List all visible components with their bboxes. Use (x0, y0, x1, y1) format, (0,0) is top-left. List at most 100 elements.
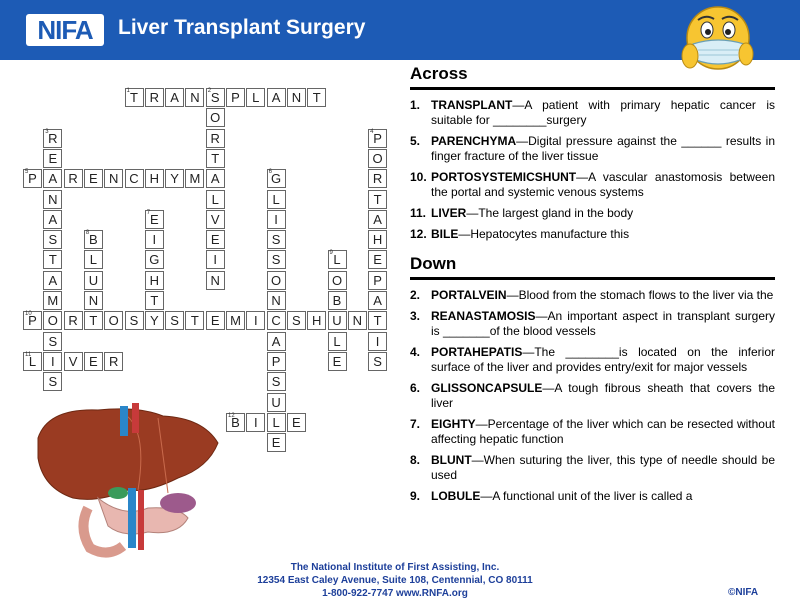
crossword-cell[interactable]: A (368, 209, 388, 229)
crossword-cell[interactable]: H (307, 311, 327, 331)
crossword-cell[interactable]: T (307, 88, 327, 107)
crossword-cell[interactable]: E (266, 433, 286, 453)
crossword-cell[interactable]: S (124, 311, 144, 331)
crossword-cell[interactable]: T (368, 311, 388, 331)
crossword-cell[interactable]: M (185, 169, 205, 189)
crossword-cell[interactable]: T (205, 148, 225, 168)
crossword-cell[interactable]: H (144, 270, 164, 290)
crossword-cell[interactable]: A (43, 209, 63, 229)
crossword-cell[interactable]: R (104, 351, 124, 371)
crossword-cell[interactable]: E (286, 412, 306, 432)
crossword-cell[interactable]: A (266, 88, 286, 107)
crossword-cell[interactable]: E (43, 148, 63, 168)
crossword-cell[interactable]: S (165, 311, 185, 331)
crossword-cell[interactable]: I (266, 209, 286, 229)
crossword-cell[interactable]: L (205, 189, 225, 209)
crossword-cell[interactable]: A (43, 169, 63, 189)
crossword-cell[interactable]: A (43, 270, 63, 290)
crossword-cell[interactable]: O (43, 311, 63, 331)
crossword-cell[interactable]: T (185, 311, 205, 331)
crossword-cell[interactable]: G (144, 250, 164, 270)
crossword-cell[interactable]: H (144, 169, 164, 189)
crossword-cell[interactable]: O (327, 270, 347, 290)
crossword-cell[interactable]: P (226, 88, 245, 107)
crossword-cell[interactable]: R (63, 311, 83, 331)
crossword-cell[interactable]: T (43, 250, 63, 270)
crossword-cell[interactable]: E (205, 230, 225, 250)
crossword-cell[interactable]: V (63, 351, 83, 371)
crossword-cell[interactable]: S (286, 311, 306, 331)
crossword-cell[interactable]: I (246, 311, 266, 331)
crossword-cell[interactable]: N (266, 291, 286, 310)
crossword-cell[interactable]: R (205, 128, 225, 148)
crossword-cell[interactable]: U (327, 311, 347, 331)
crossword-cell[interactable]: L (266, 189, 286, 209)
crossword-cell[interactable]: V (205, 209, 225, 229)
crossword-cell[interactable]: C (124, 169, 144, 189)
crossword-cell[interactable]: R (63, 169, 83, 189)
crossword-cell[interactable]: O (104, 311, 124, 331)
crossword-cell[interactable]: L (246, 88, 266, 107)
crossword-cell[interactable]: A (368, 291, 388, 310)
crossword-cell[interactable]: T (144, 291, 164, 310)
crossword-cell[interactable]: S (43, 230, 63, 250)
crossword-cell[interactable]: P (368, 270, 388, 290)
crossword-cell[interactable]: T (83, 311, 103, 331)
crossword-cell[interactable]: U (83, 270, 103, 290)
crossword-cell[interactable]: S (43, 372, 63, 392)
crossword-cell[interactable]: I (144, 230, 164, 250)
crossword-cell[interactable]: N (185, 88, 205, 107)
crossword-cell[interactable]: N (83, 291, 103, 310)
crossword-cell[interactable]: L (266, 412, 286, 432)
crossword-cell[interactable]: E (83, 169, 103, 189)
crossword-cell[interactable]: H (368, 230, 388, 250)
crossword-cell[interactable]: S (266, 372, 286, 392)
crossword-cell[interactable]: R (144, 88, 164, 107)
crossword-cell[interactable]: U (266, 392, 286, 412)
crossword-cell[interactable]: I (368, 331, 388, 351)
crossword-cell[interactable]: P (266, 351, 286, 371)
crossword-cell[interactable]: C (266, 311, 286, 331)
crossword-cell[interactable]: B (327, 291, 347, 310)
crossword-cell[interactable]: I (205, 250, 225, 270)
crossword-cell[interactable]: A (205, 169, 225, 189)
crossword-cell[interactable]: S (266, 250, 286, 270)
crossword-cell[interactable]: Y (165, 169, 185, 189)
crossword-cell[interactable]: E (83, 351, 103, 371)
crossword-cell[interactable]: T (368, 189, 388, 209)
crossword-cell[interactable]: E (368, 250, 388, 270)
crossword-cell[interactable]: N (347, 311, 367, 331)
crossword-cell[interactable]: A (165, 88, 185, 107)
crossword-cell[interactable]: S (368, 351, 388, 371)
crossword-cell[interactable]: S (43, 331, 63, 351)
crossword-cell[interactable]: O (368, 148, 388, 168)
crossword-cell[interactable]: N (43, 189, 63, 209)
crossword-cell[interactable]: M (226, 311, 245, 331)
crossword-cell[interactable]: I (43, 351, 63, 371)
crossword-cell[interactable]: O (266, 270, 286, 290)
crossword-cell[interactable]: N (104, 169, 124, 189)
crossword-cell[interactable]: R (368, 169, 388, 189)
crossword-cell[interactable]: L (327, 331, 347, 351)
crossword-cell[interactable]: Y (144, 311, 164, 331)
crossword-cell[interactable]: O (205, 108, 225, 128)
crossword-cell[interactable]: E (205, 311, 225, 331)
crossword-cell[interactable]: N (205, 270, 225, 290)
crossword-cell[interactable]: I (246, 412, 266, 432)
crossword-cell[interactable]: M (43, 291, 63, 310)
crossword-cell[interactable]: N (286, 88, 306, 107)
crossword-cell[interactable]: L (83, 250, 103, 270)
crossword-cell[interactable]: S (266, 230, 286, 250)
